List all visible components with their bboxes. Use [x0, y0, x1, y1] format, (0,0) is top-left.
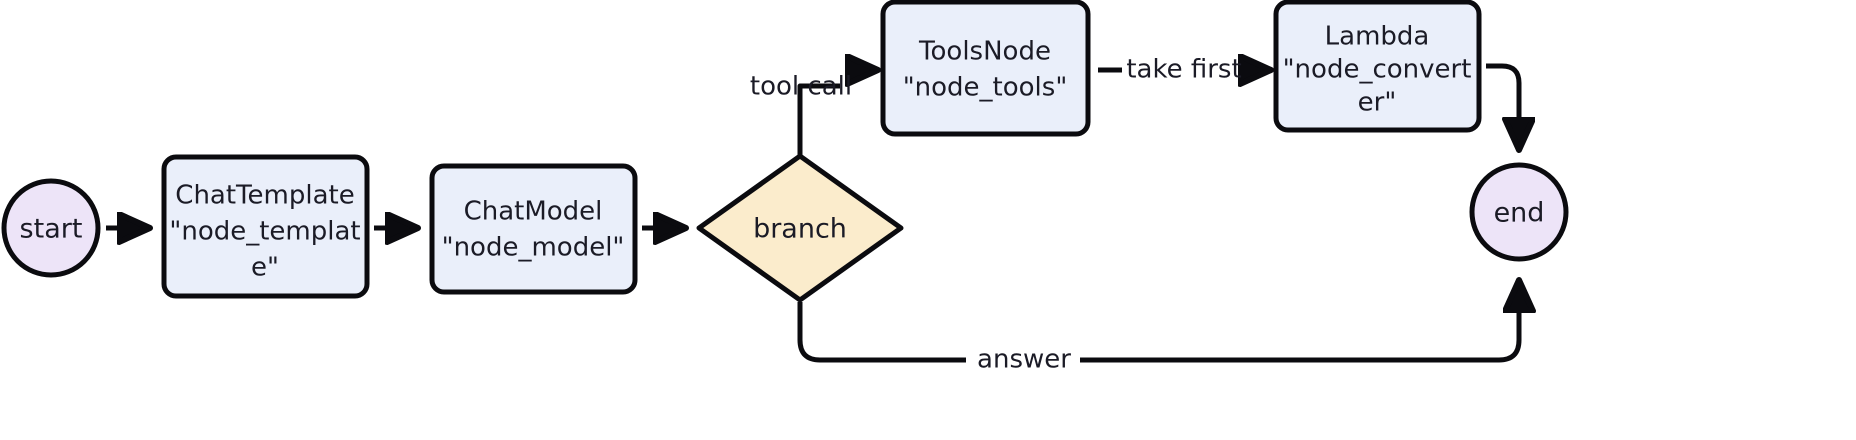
node-chat-template-shape[interactable]: [161, 154, 370, 299]
node-end-label: end: [1494, 198, 1545, 229]
node-tools-label-line1: ToolsNode: [918, 37, 1051, 67]
node-branch[interactable]: branch: [696, 153, 904, 303]
node-chat-template-label-line1: ChatTemplate: [175, 181, 354, 211]
edge-label-take-first: take first: [1126, 55, 1241, 85]
edge-branch-to-end-answer: answer: [797, 282, 1519, 375]
node-tools-shape[interactable]: [880, 0, 1091, 137]
node-chat-model[interactable]: ChatModel "node_model": [429, 163, 638, 295]
node-tools-label-line2: "node_tools": [903, 73, 1068, 103]
node-tools[interactable]: ToolsNode "node_tools": [880, 0, 1091, 137]
node-chat-model-shape[interactable]: [429, 163, 638, 295]
edge-label-answer: answer: [977, 345, 1071, 375]
node-start-label: start: [20, 214, 83, 245]
edge-label-tool-call: tool call: [750, 72, 852, 102]
node-converter-label-line3: er": [1358, 88, 1397, 118]
node-converter[interactable]: Lambda "node_convert er": [1273, 0, 1482, 133]
edge-line-left: [797, 302, 966, 363]
node-start-shape[interactable]: [1, 178, 101, 278]
node-chat-template[interactable]: ChatTemplate "node_templat e": [161, 154, 370, 299]
edge-line-right: [1080, 282, 1519, 363]
node-start[interactable]: start: [1, 178, 101, 278]
node-chat-model-label-line2: "node_model": [442, 233, 625, 263]
node-converter-shape[interactable]: [1273, 0, 1482, 133]
node-converter-label-line1: Lambda: [1325, 22, 1430, 52]
node-chat-model-label-line1: ChatModel: [464, 197, 603, 227]
edge-branch-to-node-tools: tool call: [750, 70, 876, 156]
node-chat-template-label-line2: "node_templat: [169, 217, 360, 247]
node-chat-template-label-line3: e": [251, 253, 279, 283]
edge-line: [1486, 63, 1519, 148]
node-branch-label: branch: [753, 214, 847, 245]
edge-line-vertical: [797, 83, 840, 156]
node-converter-label-line2: "node_convert: [1283, 55, 1472, 85]
node-end-shape[interactable]: [1469, 162, 1569, 262]
edge-node-converter-to-end: [1486, 63, 1519, 148]
node-branch-shape[interactable]: [696, 153, 904, 303]
node-end[interactable]: end: [1469, 162, 1569, 262]
edge-node-tools-to-node-converter: take first: [1098, 55, 1269, 85]
